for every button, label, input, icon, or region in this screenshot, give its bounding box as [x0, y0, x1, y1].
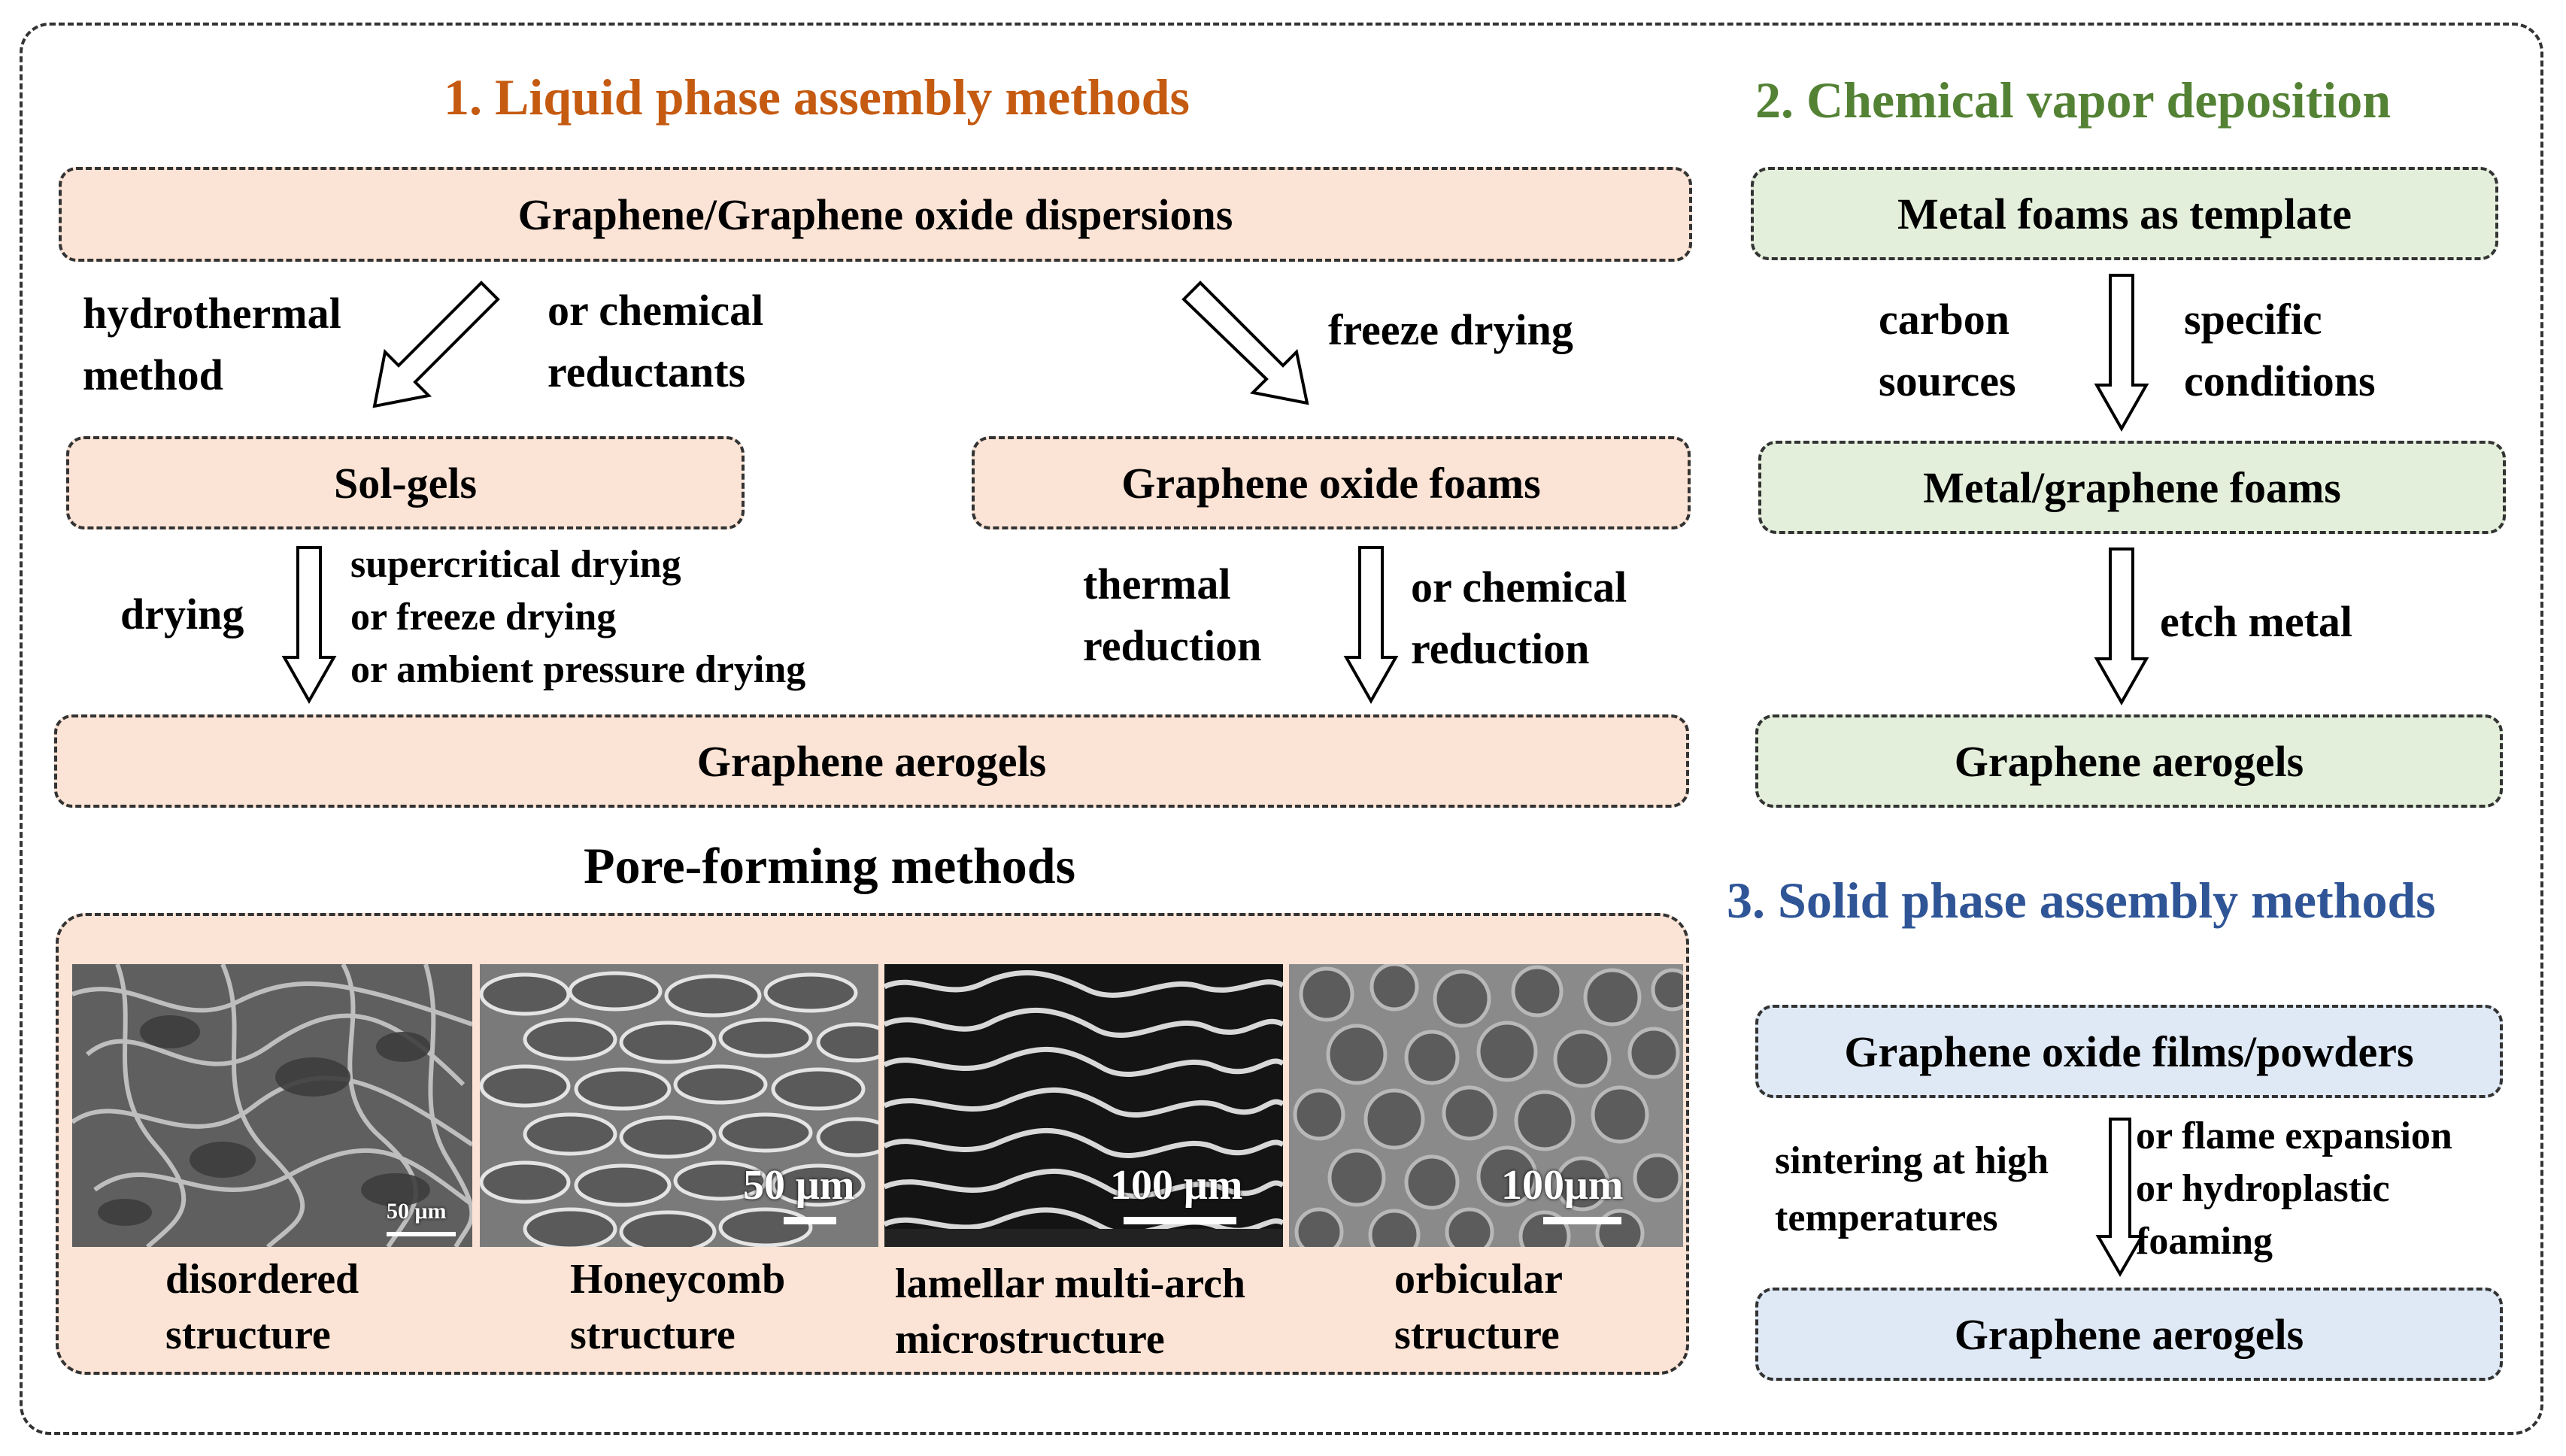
- scale-bar-3: [1124, 1217, 1236, 1224]
- scale-bar-1: [387, 1232, 456, 1236]
- template-label: Metal foams as template: [1897, 189, 2352, 238]
- arrow-drying: [281, 546, 337, 705]
- etch-metal-label: etch metal: [2160, 597, 2353, 646]
- go-foams-box: Graphene oxide foams: [972, 436, 1691, 529]
- template-box: Metal foams as template: [1751, 167, 2498, 260]
- liquid-section-title: 1. Liquid phase assembly methods: [444, 68, 1190, 126]
- pore-title: Pore-forming methods: [584, 837, 1076, 894]
- arrow-to-solid-aerogels: [2095, 1118, 2145, 1277]
- arrow-reduction: [1343, 546, 1399, 705]
- scale-bar-4: [1543, 1217, 1621, 1224]
- scale-label-4: 100μm: [1501, 1162, 1624, 1209]
- drying-label: drying: [120, 590, 244, 639]
- solid-aerogels-box: Graphene aerogels: [1755, 1288, 2503, 1381]
- dispersions-box: Graphene/Graphene oxide dispersions: [59, 167, 1692, 262]
- dispersions-label: Graphene/Graphene oxide dispersions: [517, 190, 1233, 239]
- scale-label-3: 100 μm: [1110, 1162, 1243, 1209]
- cvd-aerogels-box: Graphene aerogels: [1755, 714, 2503, 808]
- arrow-to-go-foams: [1181, 281, 1309, 405]
- metal-foams-label: Metal/graphene foams: [1923, 463, 2341, 512]
- films-box: Graphene oxide films/powders: [1755, 1005, 2503, 1098]
- solid-section-title: 3. Solid phase assembly methods: [1727, 872, 2436, 929]
- metal-foams-box: Metal/graphene foams: [1758, 441, 2506, 534]
- arrow-to-solgels: [372, 281, 500, 408]
- cvd-section-title: 2. Chemical vapor deposition: [1755, 71, 2392, 129]
- sem-honeycomb-image: 50 μm: [480, 964, 878, 1247]
- cvd-aerogels-label: Graphene aerogels: [1954, 736, 2304, 786]
- solid-aerogels-label: Graphene aerogels: [1954, 1309, 2304, 1359]
- outer-frame: [20, 23, 2543, 1435]
- solgels-box: Sol-gels: [66, 436, 745, 529]
- freeze-drying-label: freeze drying: [1328, 305, 1573, 354]
- sem-orbicular-image: 100μm: [1289, 964, 1683, 1247]
- go-foams-label: Graphene oxide foams: [1121, 458, 1541, 508]
- scale-bar-2: [784, 1217, 836, 1224]
- scale-label-2: 50 μm: [743, 1162, 855, 1209]
- solgels-label: Sol-gels: [333, 458, 478, 508]
- arrow-to-metal-foams: [2094, 274, 2149, 432]
- liquid-aerogels-box: Graphene aerogels: [54, 714, 1689, 808]
- scale-label-1: 50 μm: [387, 1199, 447, 1224]
- films-label: Graphene oxide films/powders: [1844, 1027, 2414, 1076]
- arrow-etch: [2094, 548, 2149, 706]
- sem-lamellar-image: 100 μm: [884, 964, 1283, 1247]
- sem-disordered-image: 50 μm: [72, 964, 472, 1247]
- liquid-aerogels-label: Graphene aerogels: [696, 736, 1047, 786]
